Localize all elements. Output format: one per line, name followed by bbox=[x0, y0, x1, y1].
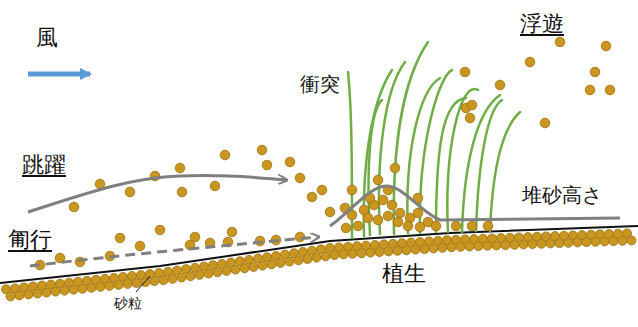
sand-grains bbox=[35, 37, 615, 270]
wind-arrow bbox=[28, 72, 90, 77]
ground-sand bbox=[2, 229, 637, 301]
creep-arrow bbox=[30, 237, 318, 266]
saltation-arrow bbox=[28, 175, 286, 212]
vegetation bbox=[348, 42, 520, 238]
label: 浮遊 bbox=[520, 12, 564, 36]
leader-line bbox=[136, 276, 150, 292]
label: 衝突 bbox=[300, 73, 340, 95]
ground-surface bbox=[0, 226, 638, 283]
label: 跳躍 bbox=[22, 153, 66, 177]
label: 堆砂高さ bbox=[522, 184, 602, 206]
label: 匍行 bbox=[8, 228, 52, 252]
label: 砂粒 bbox=[114, 296, 142, 311]
label: 植生 bbox=[382, 262, 426, 286]
label: 風 bbox=[36, 26, 58, 50]
